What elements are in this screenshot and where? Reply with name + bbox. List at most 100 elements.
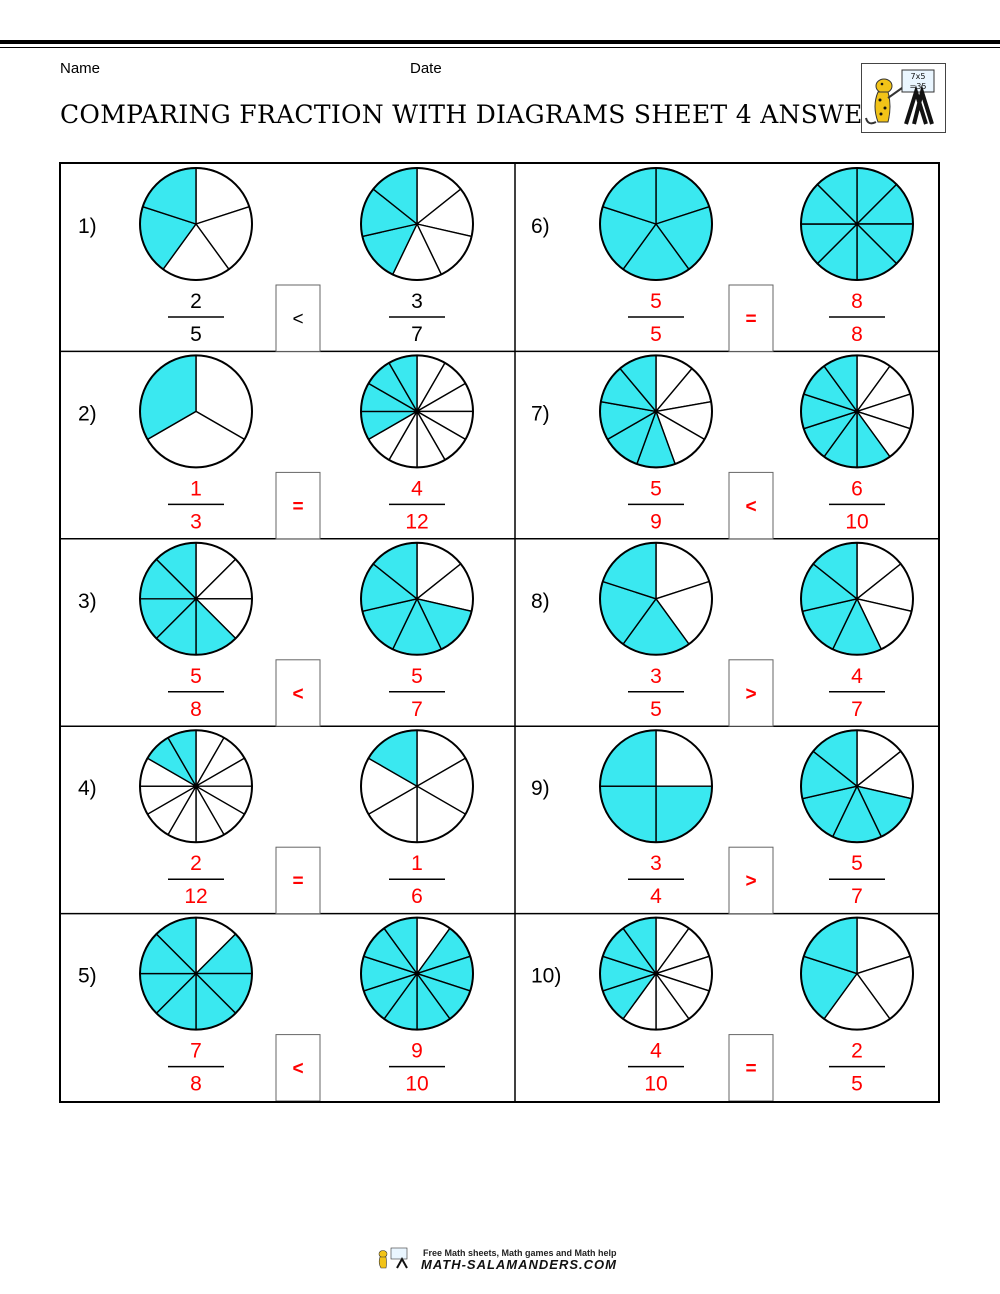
left-denominator: 10 <box>644 1073 667 1096</box>
left-outline <box>139 354 253 469</box>
right-outline <box>360 916 474 1031</box>
problem-label: 8) <box>531 590 550 613</box>
right-pie <box>360 729 474 844</box>
right-pie <box>800 729 914 844</box>
comparison-sign: = <box>745 1059 756 1080</box>
right-outline <box>360 541 474 656</box>
right-denominator: 5 <box>851 1073 863 1096</box>
right-pie <box>360 167 474 281</box>
right-numerator: 3 <box>411 290 423 313</box>
comparison-box <box>275 846 321 915</box>
left-pie <box>599 916 713 1031</box>
right-pie <box>360 916 474 1031</box>
right-denominator: 12 <box>405 510 428 533</box>
right-pie <box>800 916 914 1031</box>
left-outline <box>599 541 713 656</box>
right-outline <box>360 729 474 844</box>
left-pie <box>139 541 253 656</box>
problem-label: 2) <box>78 402 97 425</box>
left-numerator: 1 <box>190 477 202 500</box>
right-denominator: 7 <box>411 698 423 721</box>
right-numerator: 8 <box>851 290 863 313</box>
comparison-box <box>275 659 321 727</box>
left-outline <box>139 541 253 656</box>
comparison-box <box>275 1034 321 1102</box>
right-numerator: 1 <box>411 852 423 875</box>
comparison-sign: > <box>745 871 756 892</box>
right-numerator: 2 <box>851 1040 863 1063</box>
left-denominator: 3 <box>190 510 202 533</box>
problem-label: 1) <box>78 215 97 238</box>
left-pie <box>139 167 253 281</box>
footer-logo: Free Math sheets, Math games and Math he… <box>375 1247 625 1272</box>
left-denominator: 8 <box>190 1073 202 1096</box>
right-outline <box>800 541 914 656</box>
left-numerator: 2 <box>190 852 202 875</box>
right-outline <box>800 916 914 1031</box>
comparison-sign: < <box>292 1059 303 1080</box>
right-denominator: 10 <box>405 1073 428 1096</box>
right-outline <box>360 167 474 281</box>
footer-tagline: Free Math sheets, Math games and Math he… <box>423 1248 617 1258</box>
left-numerator: 3 <box>650 665 662 688</box>
comparison-sign: > <box>745 684 756 705</box>
left-numerator: 5 <box>650 290 662 313</box>
salamander-teacher-logo-icon: 7x5 =35 <box>861 63 946 133</box>
left-numerator: 2 <box>190 290 202 313</box>
left-numerator: 3 <box>650 852 662 875</box>
right-denominator: 10 <box>845 510 868 533</box>
comparison-box <box>728 471 774 540</box>
footer-brand[interactable]: MATH-SALAMANDERS.COM <box>421 1257 617 1272</box>
right-denominator: 7 <box>851 698 863 721</box>
right-numerator: 4 <box>851 665 863 688</box>
left-pie <box>599 354 713 469</box>
page-title: COMPARING FRACTION WITH DIAGRAMS SHEET 4… <box>60 100 900 129</box>
right-denominator: 8 <box>851 323 863 346</box>
left-denominator: 5 <box>650 698 662 721</box>
problem-label: 9) <box>531 777 550 800</box>
left-pie <box>599 167 713 281</box>
right-numerator: 4 <box>411 477 423 500</box>
left-outline <box>599 354 713 469</box>
right-outline <box>360 354 474 469</box>
left-pie <box>599 729 713 844</box>
left-outline <box>599 167 713 281</box>
left-denominator: 12 <box>184 885 207 908</box>
comparison-box <box>728 846 774 915</box>
left-denominator: 8 <box>190 698 202 721</box>
right-pie <box>360 541 474 656</box>
left-numerator: 5 <box>650 477 662 500</box>
left-outline <box>599 729 713 844</box>
right-numerator: 5 <box>851 852 863 875</box>
left-denominator: 5 <box>650 323 662 346</box>
date-label: Date <box>410 60 442 77</box>
logo-line-2: =35 <box>910 82 927 91</box>
comparison-sign: < <box>292 309 303 330</box>
top-rule-thick <box>0 40 1000 44</box>
left-pie <box>139 729 253 844</box>
right-outline <box>800 167 914 281</box>
right-denominator: 7 <box>851 885 863 908</box>
salamander-logo-icon <box>378 1247 408 1269</box>
right-pie <box>800 167 914 281</box>
right-numerator: 6 <box>851 477 863 500</box>
comparison-sign: = <box>745 309 756 330</box>
left-denominator: 9 <box>650 510 662 533</box>
comparison-box <box>275 284 321 352</box>
right-pie <box>800 354 914 469</box>
comparison-sign: < <box>292 684 303 705</box>
left-outline <box>599 916 713 1031</box>
comparison-sign: < <box>745 496 756 517</box>
left-denominator: 5 <box>190 323 202 346</box>
problem-8: 8) 3 5 4 7 > <box>531 541 914 727</box>
left-numerator: 7 <box>190 1040 202 1063</box>
left-denominator: 4 <box>650 885 662 908</box>
problem-label: 7) <box>531 402 550 425</box>
name-label: Name <box>60 60 101 77</box>
left-outline <box>139 916 253 1031</box>
problem-grid-canvas: 1)2537<2)13412=3)5857<4)21216=5)78910<6)… <box>61 164 938 1102</box>
